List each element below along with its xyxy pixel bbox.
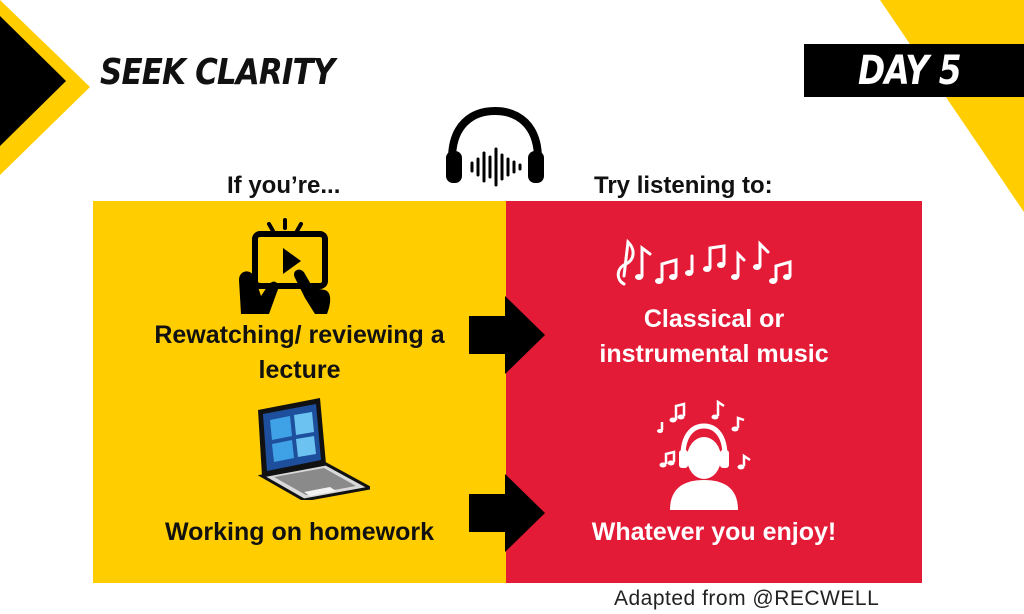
music-notes-icon <box>616 238 792 286</box>
laptop-icon <box>257 398 370 500</box>
activity-label-lecture: Rewatching/ reviewing a lecture <box>154 321 445 384</box>
suggestion-label-classical: Classical or instrumental music <box>599 305 829 368</box>
arrow-right-icon <box>469 474 545 552</box>
page-title: SEEK CLARITY <box>100 52 335 93</box>
suggestion-label-enjoy: Whatever you enjoy! <box>591 518 837 546</box>
suggestion-panel <box>506 201 922 583</box>
person-headphones-icon <box>657 400 751 510</box>
attribution-text: Adapted from @RECWELL <box>614 587 880 610</box>
day-badge-background <box>804 44 1024 97</box>
headphones-icon <box>446 107 544 187</box>
right-column-heading: Try listening to: <box>594 172 773 199</box>
day-badge: DAY 5 <box>858 48 962 94</box>
corner-decoration-left <box>0 0 90 175</box>
video-lecture-icon <box>239 218 331 314</box>
left-column-heading: If you’re... <box>227 172 341 199</box>
activity-label-homework: Working on homework <box>165 518 434 546</box>
activity-panel <box>93 201 506 583</box>
arrow-right-icon <box>469 296 545 374</box>
corner-decoration-right <box>880 0 1024 212</box>
